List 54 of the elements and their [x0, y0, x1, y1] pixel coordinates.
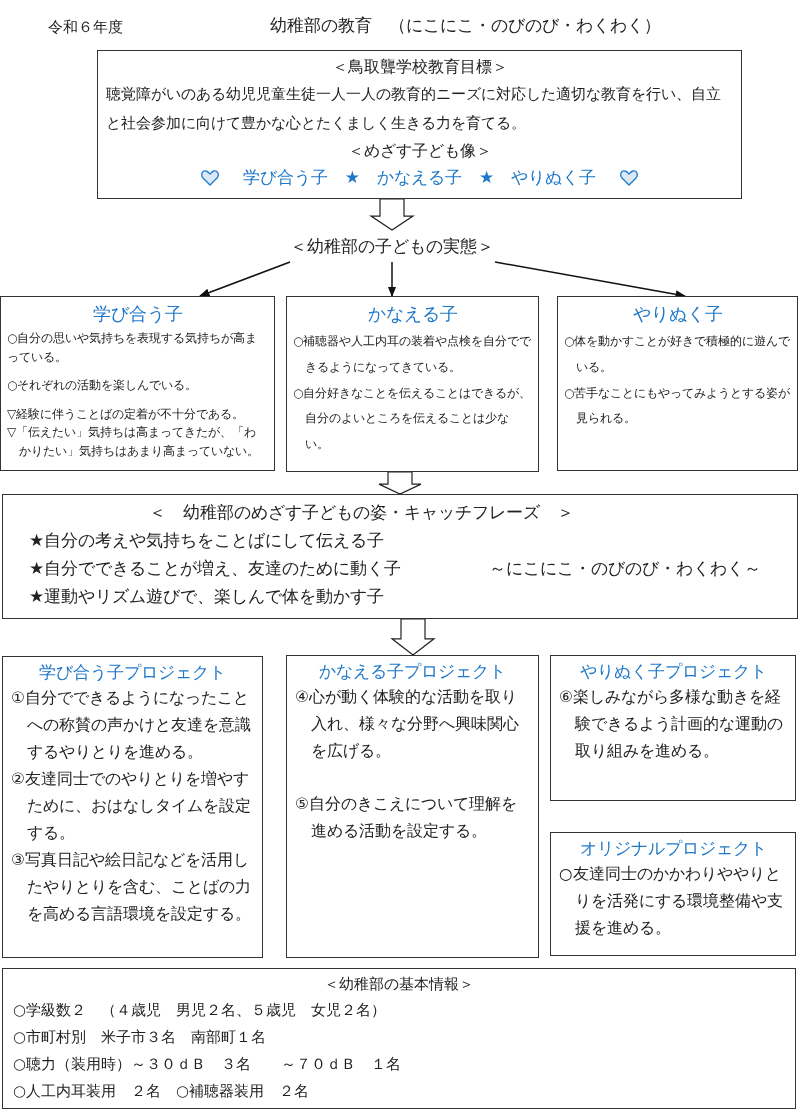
year-label: 令和６年度	[48, 18, 123, 37]
project-box	[550, 655, 796, 801]
info-line: ○市町村別 米子市３名 南部町１名	[13, 1027, 268, 1048]
list-item: ②友達同士でのやりとりを増やすために、おはなしタイムを設定する。	[11, 769, 252, 844]
box-heading: 学び合う子プロジェクト	[38, 661, 227, 684]
catchphrase: ★自分でできることが増え、友達のために動く子	[29, 557, 403, 580]
box-heading: オリジナルプロジェクト	[578, 837, 768, 860]
list-item: ⑤自分のきこえについて理解を進める活動を設定する。	[295, 794, 518, 842]
list-item: ○苦手なことにもやってみようとする姿が見られる。	[564, 384, 791, 428]
box-heading: ＜幼稚部の基本情報＞	[323, 974, 475, 995]
status-box	[286, 296, 539, 472]
goal-box	[97, 50, 742, 199]
project-box	[550, 832, 796, 956]
box-heading: やりぬく子	[631, 302, 724, 326]
status-box	[0, 296, 275, 471]
info-line: ○人工内耳装用 ２名 ○補聴器装用 ２名	[13, 1081, 311, 1102]
box-heading: やりぬく子プロジェクト	[578, 660, 768, 683]
slogan: ～にこにこ・のびのび・わくわく～	[489, 556, 761, 580]
list-item: ○自分好きなことを伝えることはできるが、自分のよいところを伝えることは少ない。	[293, 384, 532, 454]
list-item: ○それぞれの活動を楽しんでいる。	[7, 377, 199, 395]
box-heading: 学び合う子	[91, 302, 184, 326]
list-item: ○友達同士のかかわりややりとりを活発にする環境整備や支援を進める。	[559, 864, 784, 939]
paragraph: 聴覚障がいのある幼児児童生徒一人一人の教育的ニーズに対応した適切な教育を行い、自立と社会参加に向けて豊かな心とたくましく生きる力を育てる。	[106, 84, 722, 134]
block-arrow	[390, 618, 436, 656]
section-heading: ＜幼稚部の子どもの実態＞	[262, 230, 522, 262]
list-item: ▽「伝えたい」気持ちは高まってきたが、「わかりたい」気持ちはあまり高まっていない。	[7, 424, 260, 460]
list-item: ○自分の思いや気持ちを表現する気持ちが高まっている。	[7, 330, 259, 366]
catchphrase-box	[2, 494, 798, 619]
list-item: ⑥楽しみながら多様な動きを経験できるよう計画的な運動の取り組みを進める。	[559, 687, 784, 762]
box-heading: かなえる子	[366, 302, 459, 326]
block-arrow	[378, 471, 422, 495]
box-heading: かなえる子プロジェクト	[318, 660, 507, 683]
goal-list: 学び合う子 ★ かなえる子 ★ やりぬく子	[242, 166, 597, 189]
list-item: ○体を動かすことが好きで積極的に遊んでいる。	[564, 333, 791, 376]
box-heading: ＜鳥取聾学校教育目標＞	[330, 56, 509, 78]
info-line: ○学級数２ （４歳児 男児２名、５歳児 女児２名）	[13, 1000, 388, 1021]
block-arrow	[369, 198, 415, 231]
list-item: ▽経験に伴うことばの定着が不十分である。	[7, 405, 246, 423]
box-heading: ＜ 幼稚部のめざす子どもの姿・キャッチフレーズ ＞	[148, 501, 575, 524]
project-box	[286, 655, 539, 958]
info-box	[2, 968, 796, 1109]
arrow	[387, 261, 397, 298]
catchphrase: ★自分の考えや気持ちをことばにして伝える子	[29, 529, 386, 552]
list-item: ①自分でできるようになったことへの称賛の声かけと友達を意識するやりとりを進める。	[11, 688, 252, 763]
page-title: 幼稚部の教育 （にこにこ・のびのび・わくわく）	[270, 14, 661, 37]
status-box	[557, 296, 798, 471]
list-item: ④心が動く体験的な活動を取り入れ、様々な分野へ興味関心を広げる。	[295, 687, 520, 762]
list-item: ③写真日記や絵日記などを活用したやりとりを含む、ことばの力を高める言語環境を設定する。	[11, 850, 252, 925]
arrow	[199, 261, 291, 297]
box-heading: ＜めざす子ども像＞	[346, 140, 493, 162]
info-line: ○聴力（装用時）～３０ｄＢ ３名 ～７０ｄＢ １名	[13, 1054, 403, 1075]
catchphrase: ★運動やリズム遊びで、楽しんで体を動かす子	[29, 585, 386, 608]
list-item: ○補聴器や人工内耳の装着や点検を自分でできるようになってきている。	[293, 333, 532, 376]
project-box	[2, 656, 263, 958]
